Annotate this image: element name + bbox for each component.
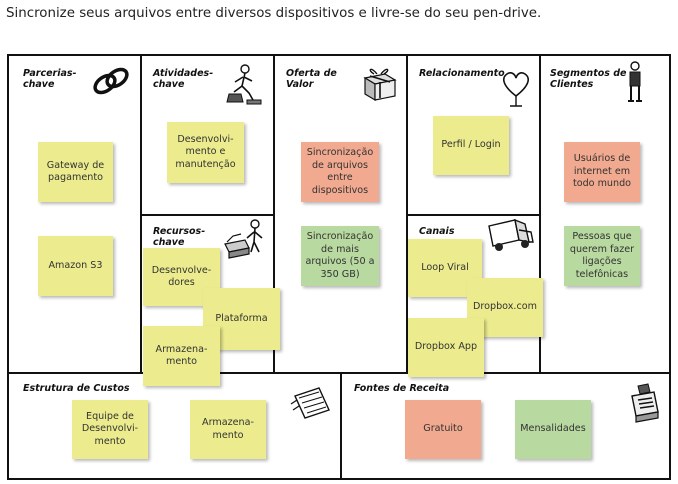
- section-title-costs: Estrutura de Custos: [23, 383, 130, 394]
- page-caption: Sincronize seus arquivos entre diversos …: [6, 6, 542, 21]
- divider: [140, 214, 275, 216]
- section-title-resources: Recursos- chave: [153, 226, 206, 248]
- note-storage-cost: Armazena- mento: [190, 400, 266, 459]
- note-profile-login: Perfil / Login: [433, 116, 509, 175]
- divider: [406, 214, 541, 216]
- worker-with-machine-icon: [224, 219, 263, 259]
- heart-icon: [502, 71, 530, 107]
- note-amazon-s3: Amazon S3: [38, 236, 113, 296]
- cash-register-icon: [631, 383, 659, 423]
- section-title-activities: Atividades- chave: [153, 68, 214, 90]
- gift-box-icon: [363, 68, 397, 102]
- section-title-relationship: Relacionamento: [419, 68, 505, 79]
- worker-kneeling-icon: [226, 64, 262, 105]
- business-model-canvas: Parcerias- chave Atividades- chave Ofert…: [7, 54, 671, 480]
- divider: [340, 372, 342, 478]
- section-title-channels: Canais: [419, 226, 455, 237]
- delivery-truck-icon: [488, 218, 534, 251]
- section-title-value: Oferta de Valor: [286, 68, 337, 90]
- divider: [9, 372, 669, 374]
- note-dropbox-app: Dropbox App: [408, 318, 484, 377]
- person-standing-icon: [628, 61, 642, 102]
- note-dev-team: Equipe de Desenvolvi- mento: [72, 400, 148, 459]
- chain-link-icon: [93, 67, 129, 95]
- price-tag-icon: [290, 387, 330, 419]
- note-storage-resource: Armazena- mento: [143, 326, 220, 386]
- note-monthly-fees: Mensalidades: [515, 400, 591, 459]
- note-payment-gateway: Gateway de pagamento: [38, 142, 113, 202]
- note-phone-callers: Pessoas que querem fazer ligações telefô…: [564, 226, 640, 286]
- section-title-segments: Segmentos de Clientes: [550, 68, 627, 90]
- note-file-sync: Sincronização de arquivos entre disposit…: [301, 142, 379, 202]
- note-free: Gratuito: [405, 400, 481, 459]
- note-internet-users: Usuários de internet em todo mundo: [564, 142, 640, 202]
- section-title-revenue: Fontes de Receita: [354, 383, 450, 394]
- section-title-partners: Parcerias- chave: [23, 68, 77, 90]
- note-development-maintenance: Desenvolvi- mento e manutenção: [167, 122, 244, 183]
- note-sync-more-storage: Sincronização de mais arquivos (50 a 350…: [301, 226, 379, 286]
